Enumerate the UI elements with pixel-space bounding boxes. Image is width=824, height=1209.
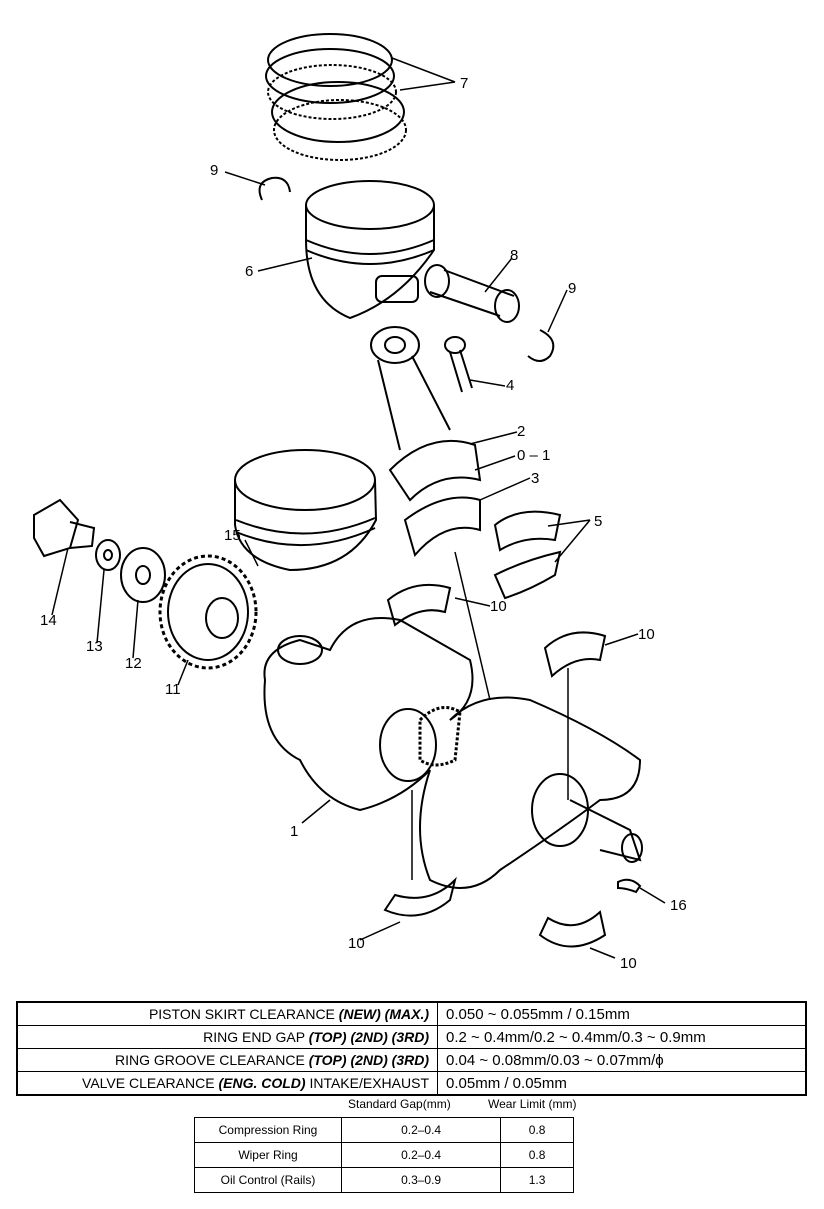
rod-bearing-upper (493, 510, 562, 552)
rod-bolt (444, 336, 473, 393)
circlip-right (527, 329, 555, 362)
callout-10-d: 10 (620, 955, 637, 972)
ring-gap-table: Compression Ring 0.2–0.4 0.8 Wiper Ring … (194, 1117, 574, 1193)
spec-label: RING END GAP (TOP) (2ND) (3RD) (16, 1025, 438, 1049)
main-bearing-4 (538, 910, 607, 948)
callout-4: 4 (506, 377, 514, 394)
washer-large (120, 547, 166, 603)
spec-value: 0.04 ~ 0.08mm/0.03 ~ 0.07mm/ϕ (437, 1048, 807, 1072)
spec-row-valve-clearance: VALVE CLEARANCE (ENG. COLD) INTAKE/EXHAU… (16, 1071, 807, 1096)
callout-11: 11 (165, 681, 181, 698)
spec-row-piston-skirt: PISTON SKIRT CLEARANCE (NEW) (MAX.) 0.05… (16, 1001, 807, 1026)
spec-label: RING GROOVE CLEARANCE (TOP) (2ND) (3RD) (16, 1048, 438, 1072)
callout-3: 3 (531, 470, 539, 487)
callout-1: 1 (290, 823, 298, 840)
standard-gap: 0.3–0.9 (340, 1167, 502, 1193)
callout-7: 7 (460, 75, 468, 92)
callout-2: 2 (517, 423, 525, 440)
wear-limit: 0.8 (500, 1142, 574, 1168)
standard-gap: 0.2–0.4 (340, 1117, 502, 1143)
callout-10-a: 10 (490, 598, 507, 615)
piston-upper (305, 180, 435, 320)
table-row: Oil Control (Rails) 0.3–0.9 1.3 (194, 1167, 574, 1193)
standard-gap: 0.2–0.4 (340, 1142, 502, 1168)
main-bearing-3 (383, 876, 457, 917)
piston-rings (265, 33, 407, 161)
callout-16: 16 (670, 897, 687, 914)
callout-8: 8 (510, 247, 518, 264)
callout-9-right: 9 (568, 280, 576, 297)
woodruff-key (617, 878, 642, 894)
crankshaft (263, 617, 643, 889)
callout-5: 5 (594, 513, 602, 530)
spec-row-ring-groove: RING GROOVE CLEARANCE (TOP) (2ND) (3RD) … (16, 1048, 807, 1072)
ring-name: Wiper Ring (194, 1142, 342, 1168)
rod-bearing-lower (493, 550, 562, 600)
wear-limit: 0.8 (500, 1117, 574, 1143)
callout-12: 12 (125, 655, 142, 672)
callout-0-1: 0 – 1 (517, 447, 550, 464)
ring-name: Compression Ring (194, 1117, 342, 1143)
header-wear-limit: Wear Limit (mm) (488, 1097, 577, 1111)
callout-9-upper: 9 (210, 162, 218, 179)
piston-lower (234, 449, 378, 572)
ring-name: Oil Control (Rails) (194, 1167, 342, 1193)
washer-small (95, 539, 121, 571)
callout-10-b: 10 (638, 626, 655, 643)
gear-bolt (33, 498, 96, 558)
connecting-rod-upper (370, 326, 482, 558)
piston-pin (424, 264, 520, 323)
spec-value: 0.2 ~ 0.4mm/0.2 ~ 0.4mm/0.3 ~ 0.9mm (437, 1025, 807, 1049)
table-row: Wiper Ring 0.2–0.4 0.8 (194, 1142, 574, 1168)
table-row: Compression Ring 0.2–0.4 0.8 (194, 1117, 574, 1143)
callout-15: 15 (224, 527, 241, 544)
callout-6: 6 (245, 263, 253, 280)
spec-value: 0.05mm / 0.05mm (437, 1071, 807, 1096)
circlip-upper (258, 176, 291, 201)
wear-limit: 1.3 (500, 1167, 574, 1193)
main-bearing-1 (386, 583, 452, 627)
spec-table: PISTON SKIRT CLEARANCE (NEW) (MAX.) 0.05… (16, 1001, 807, 1096)
callout-14: 14 (40, 612, 57, 629)
callout-10-c: 10 (348, 935, 365, 952)
spec-label: VALVE CLEARANCE (ENG. COLD) INTAKE/EXHAU… (16, 1071, 438, 1096)
spec-value: 0.050 ~ 0.055mm / 0.15mm (437, 1001, 807, 1026)
main-bearing-2 (543, 631, 607, 678)
exploded-crankshaft-piston-diagram: 7 9 6 8 9 4 2 0 – 1 3 5 15 10 10 14 13 1… (33, 33, 687, 972)
spec-label: PISTON SKIRT CLEARANCE (NEW) (MAX.) (16, 1001, 438, 1026)
primary-gear (158, 554, 258, 670)
callout-13: 13 (86, 638, 103, 655)
header-standard-gap: Standard Gap(mm) (348, 1097, 451, 1111)
spec-row-ring-end-gap: RING END GAP (TOP) (2ND) (3RD) 0.2 ~ 0.4… (16, 1025, 807, 1049)
